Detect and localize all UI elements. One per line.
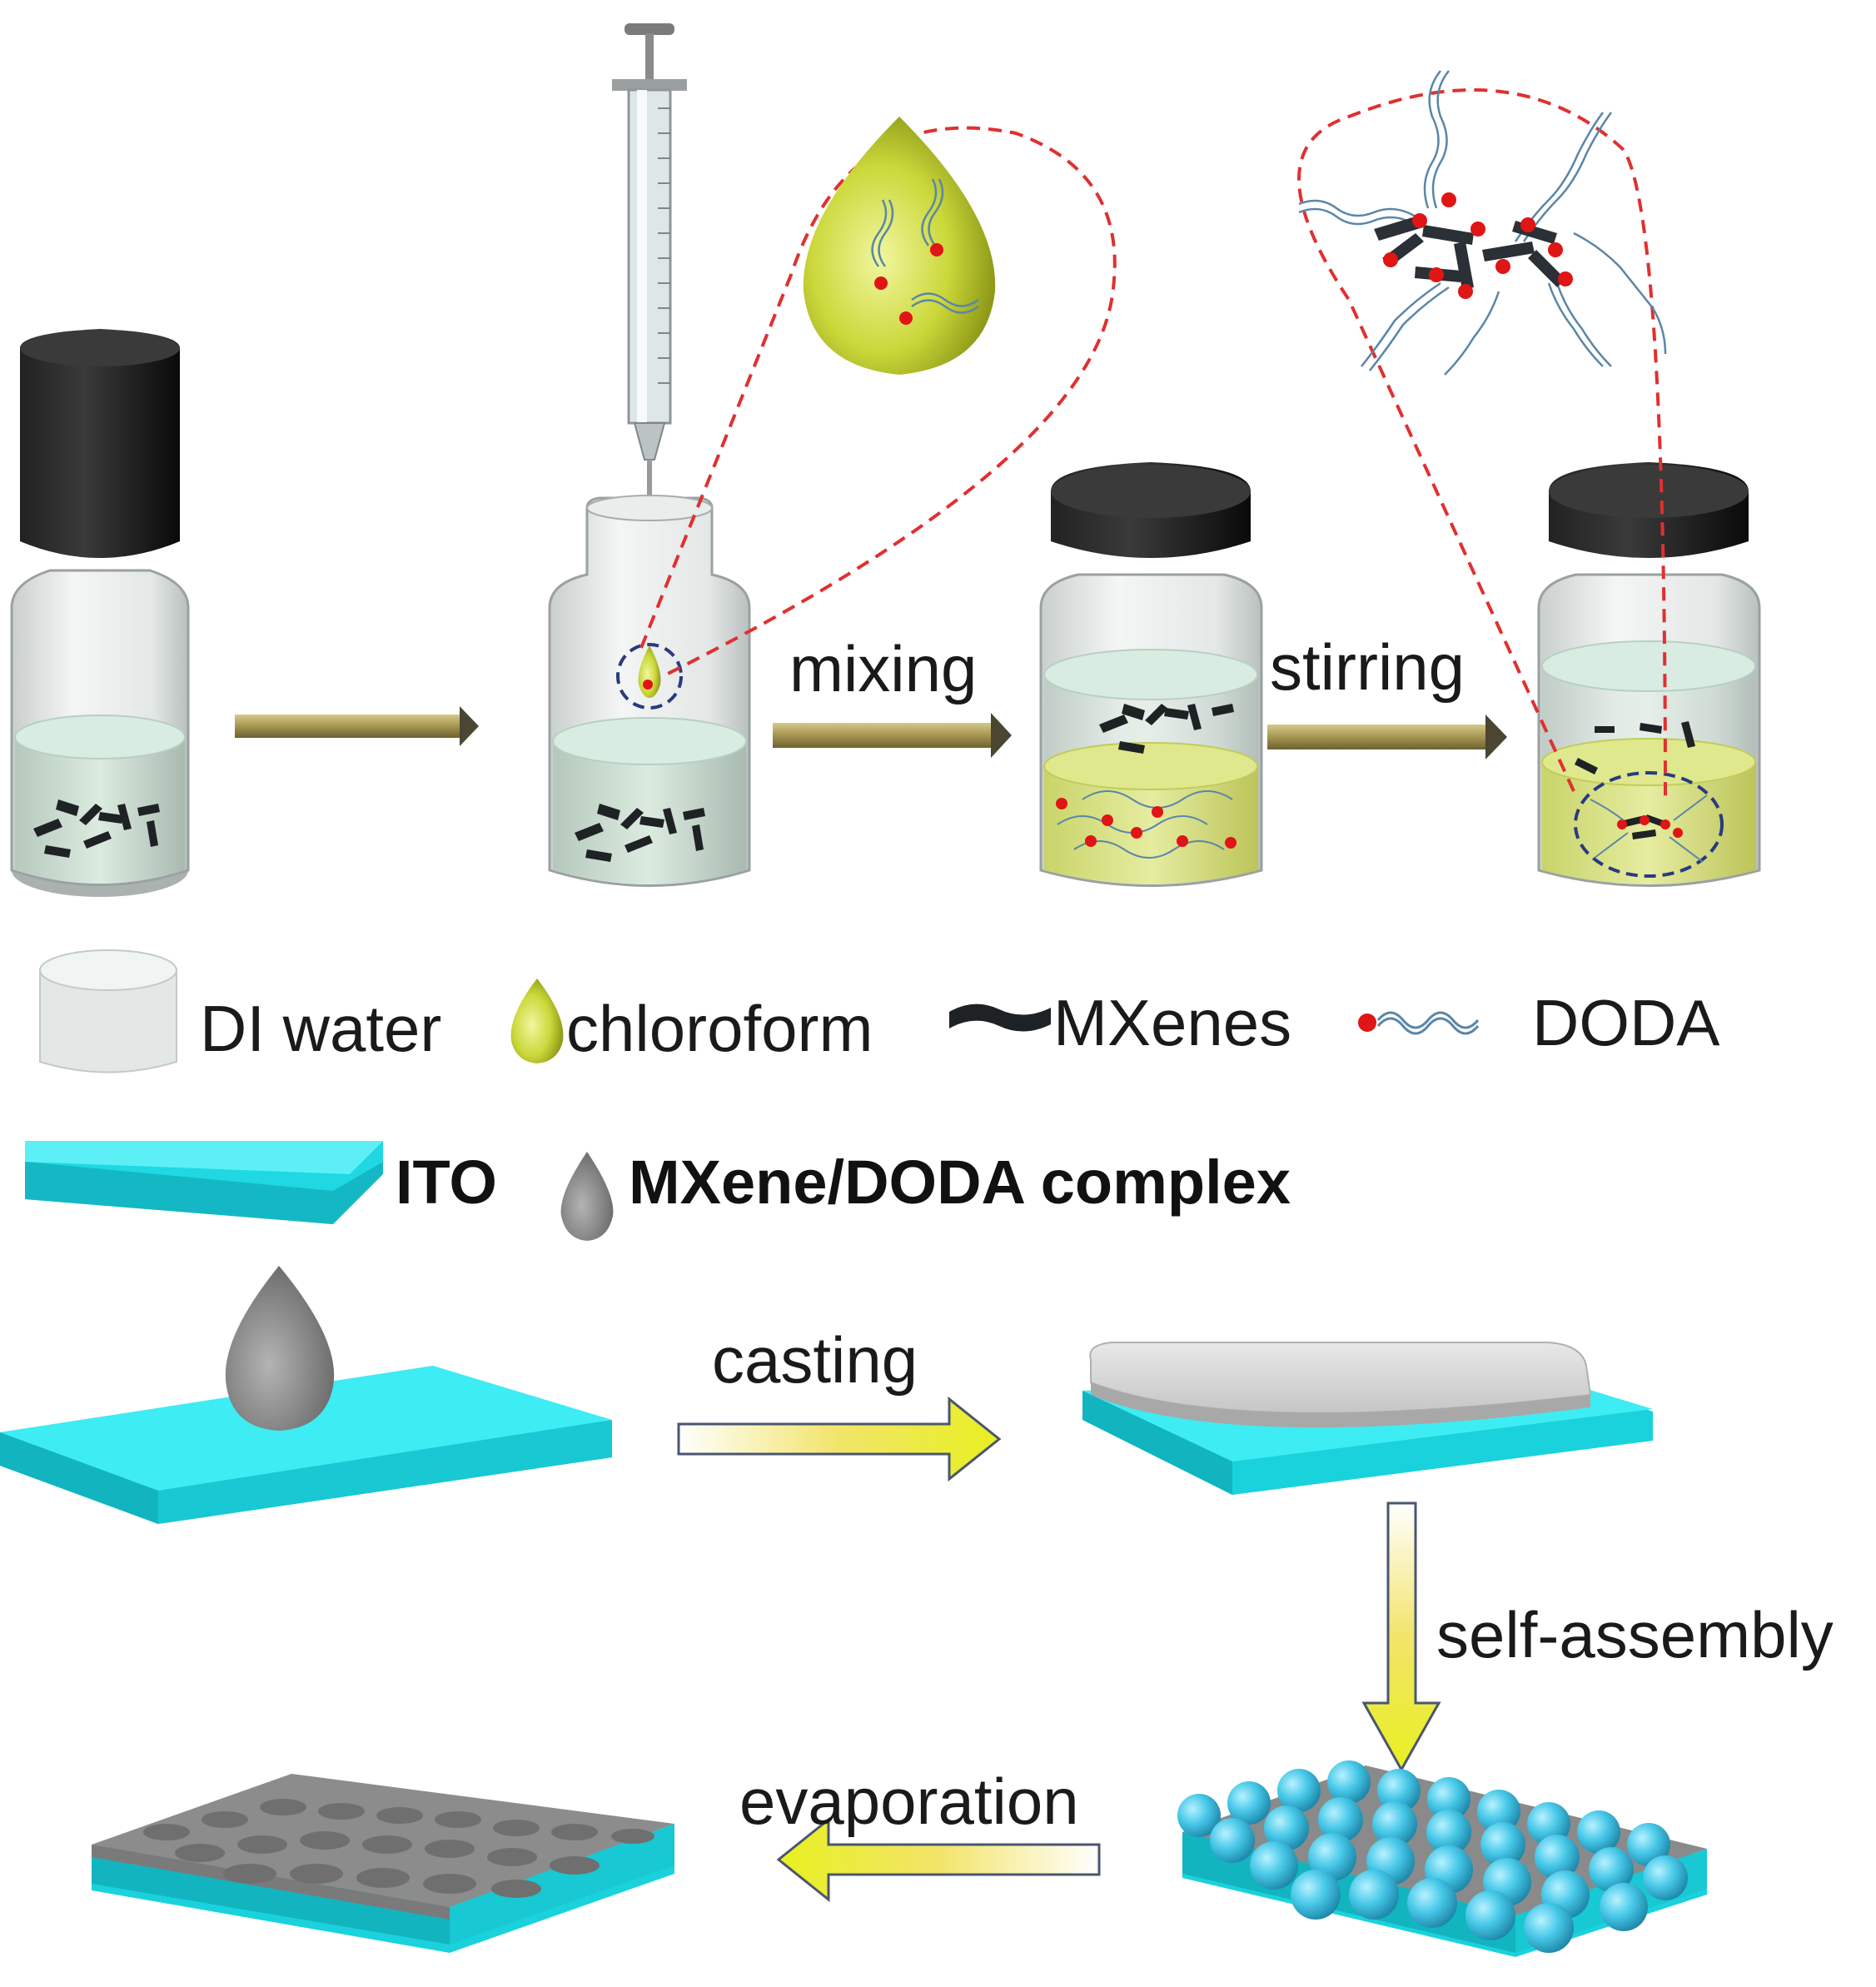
arrow-stirring bbox=[1267, 715, 1507, 759]
vial-open-with-drop bbox=[548, 495, 751, 887]
legend-label-chloroform: chloroform bbox=[566, 992, 873, 1065]
label-evaporation: evaporation bbox=[739, 1765, 1079, 1838]
legend-label-di-water: DI water bbox=[200, 992, 441, 1065]
legend-label-complex: MXene/DODA complex bbox=[629, 1148, 1291, 1217]
legend-di-water bbox=[39, 949, 177, 1073]
arrow-evaporation bbox=[776, 1816, 1101, 1903]
ito-with-film bbox=[1082, 1342, 1653, 1495]
arrow-mixing bbox=[773, 713, 1012, 758]
callout-complex bbox=[1297, 88, 1667, 800]
ito-with-spheres bbox=[1177, 1760, 1707, 1957]
vial-water-mxenes bbox=[10, 329, 190, 897]
legend-doda-icon bbox=[1358, 1011, 1480, 1035]
label-stirring: stirring bbox=[1270, 630, 1465, 704]
legend-label-ito: ITO bbox=[396, 1148, 497, 1217]
arrow-add-chloroform bbox=[235, 706, 479, 746]
legend-mxenes-icon bbox=[949, 1003, 1051, 1032]
complex-zoom bbox=[1298, 70, 1667, 376]
label-mixing: mixing bbox=[789, 632, 977, 705]
legend-complex-icon bbox=[560, 1152, 614, 1241]
legend-ito-icon bbox=[25, 1141, 383, 1224]
legend-label-mxenes: MXenes bbox=[1053, 986, 1291, 1059]
chloroform-droplet-zoom bbox=[803, 117, 996, 375]
legend-chloroform-icon bbox=[510, 979, 564, 1063]
arrow-casting bbox=[677, 1396, 1002, 1482]
label-casting: casting bbox=[712, 1323, 918, 1397]
vial-mixed bbox=[1039, 462, 1263, 887]
legend-label-doda: DODA bbox=[1532, 986, 1719, 1059]
vial-stirred bbox=[1537, 462, 1761, 887]
ito-with-porous-film bbox=[92, 1774, 674, 1953]
label-self-assembly: self-assembly bbox=[1436, 1598, 1834, 1671]
arrow-self-assembly bbox=[1361, 1501, 1441, 1773]
ito-with-droplet bbox=[0, 1266, 612, 1524]
